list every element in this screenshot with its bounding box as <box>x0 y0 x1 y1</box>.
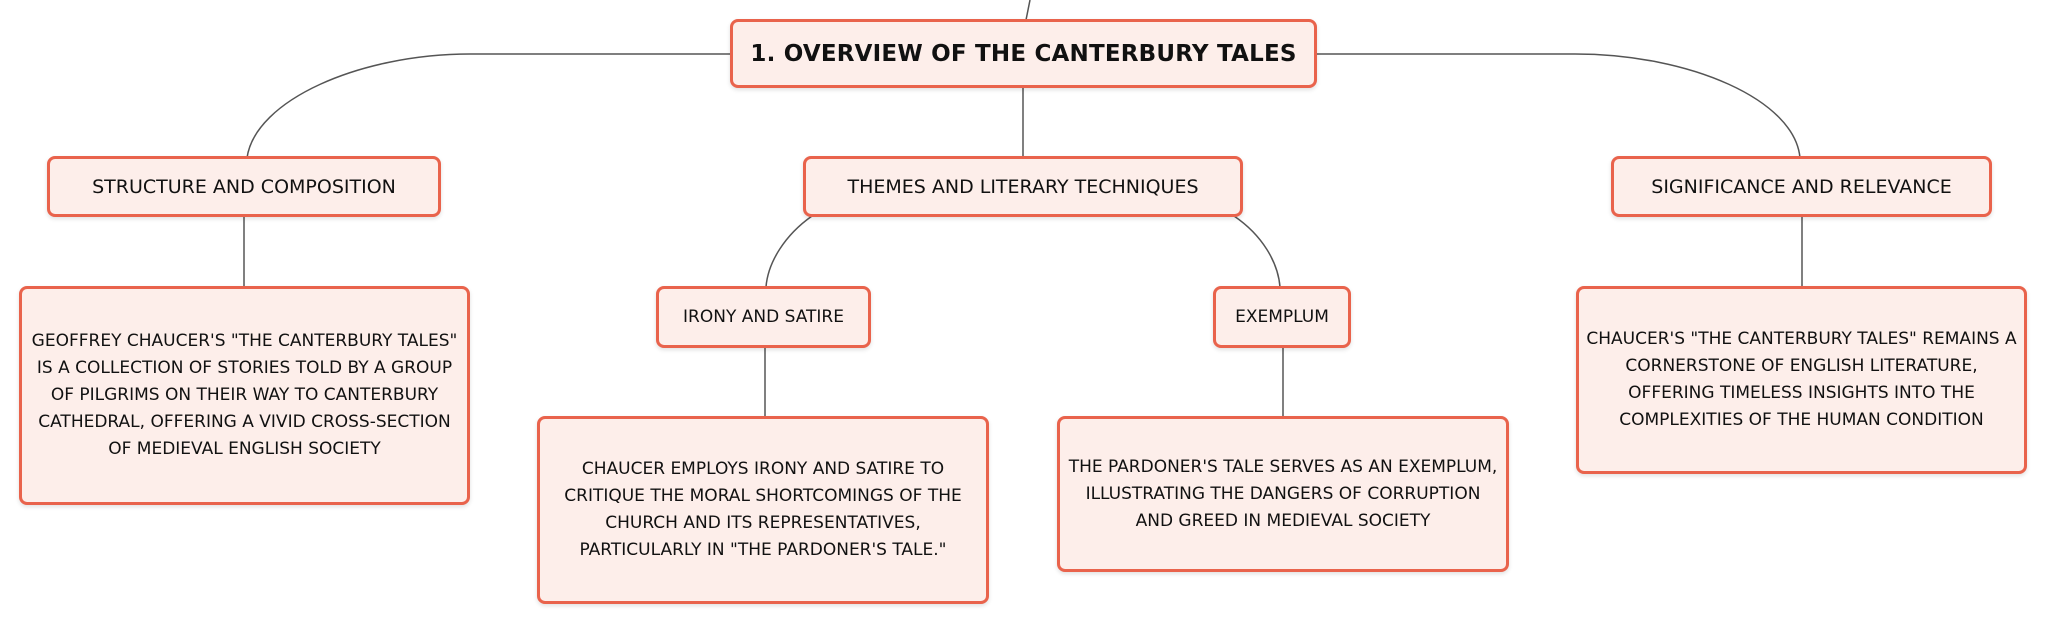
detail-text: CHAUCER EMPLOYS IRONY AND SATIRE TO CRIT… <box>564 459 962 560</box>
detail-exemplum[interactable]: THE PARDONER'S TALE SERVES AS AN EXEMPLU… <box>1057 416 1509 572</box>
subtopic-label: EXEMPLUM <box>1235 307 1329 327</box>
topic-label: SIGNIFICANCE AND RELEVANCE <box>1651 175 1952 198</box>
connector-root-structure <box>246 53 732 159</box>
detail-text: THE PARDONER'S TALE SERVES AS AN EXEMPLU… <box>1068 456 1498 531</box>
connector-themes-irony <box>765 215 813 288</box>
connector-parent-root <box>1025 0 1031 21</box>
root-topic[interactable]: 1. OVERVIEW OF THE CANTERBURY TALES <box>730 19 1317 88</box>
topic-themes-and-literary-techniques[interactable]: THEMES AND LITERARY TECHNIQUES <box>803 156 1243 217</box>
detail-structure[interactable]: GEOFFREY CHAUCER'S "THE CANTERBURY TALES… <box>19 286 470 505</box>
detail-significance[interactable]: CHAUCER'S "THE CANTERBURY TALES" REMAINS… <box>1576 286 2027 474</box>
root-topic-label: 1. OVERVIEW OF THE CANTERBURY TALES <box>750 40 1297 67</box>
connector-themes-exemplum <box>1233 215 1281 288</box>
topic-structure-and-composition[interactable]: STRUCTURE AND COMPOSITION <box>47 156 441 217</box>
subtopic-label: IRONY AND SATIRE <box>683 307 844 327</box>
connector-root-significance <box>1315 53 1801 159</box>
detail-text: CHAUCER'S "THE CANTERBURY TALES" REMAINS… <box>1586 329 2017 430</box>
topic-label: STRUCTURE AND COMPOSITION <box>92 175 396 198</box>
subtopic-irony-and-satire[interactable]: IRONY AND SATIRE <box>656 286 871 348</box>
topic-significance-and-relevance[interactable]: SIGNIFICANCE AND RELEVANCE <box>1611 156 1992 217</box>
detail-irony-and-satire[interactable]: CHAUCER EMPLOYS IRONY AND SATIRE TO CRIT… <box>537 416 989 604</box>
detail-text: GEOFFREY CHAUCER'S "THE CANTERBURY TALES… <box>31 331 458 459</box>
subtopic-exemplum[interactable]: EXEMPLUM <box>1213 286 1351 348</box>
topic-label: THEMES AND LITERARY TECHNIQUES <box>847 175 1199 198</box>
